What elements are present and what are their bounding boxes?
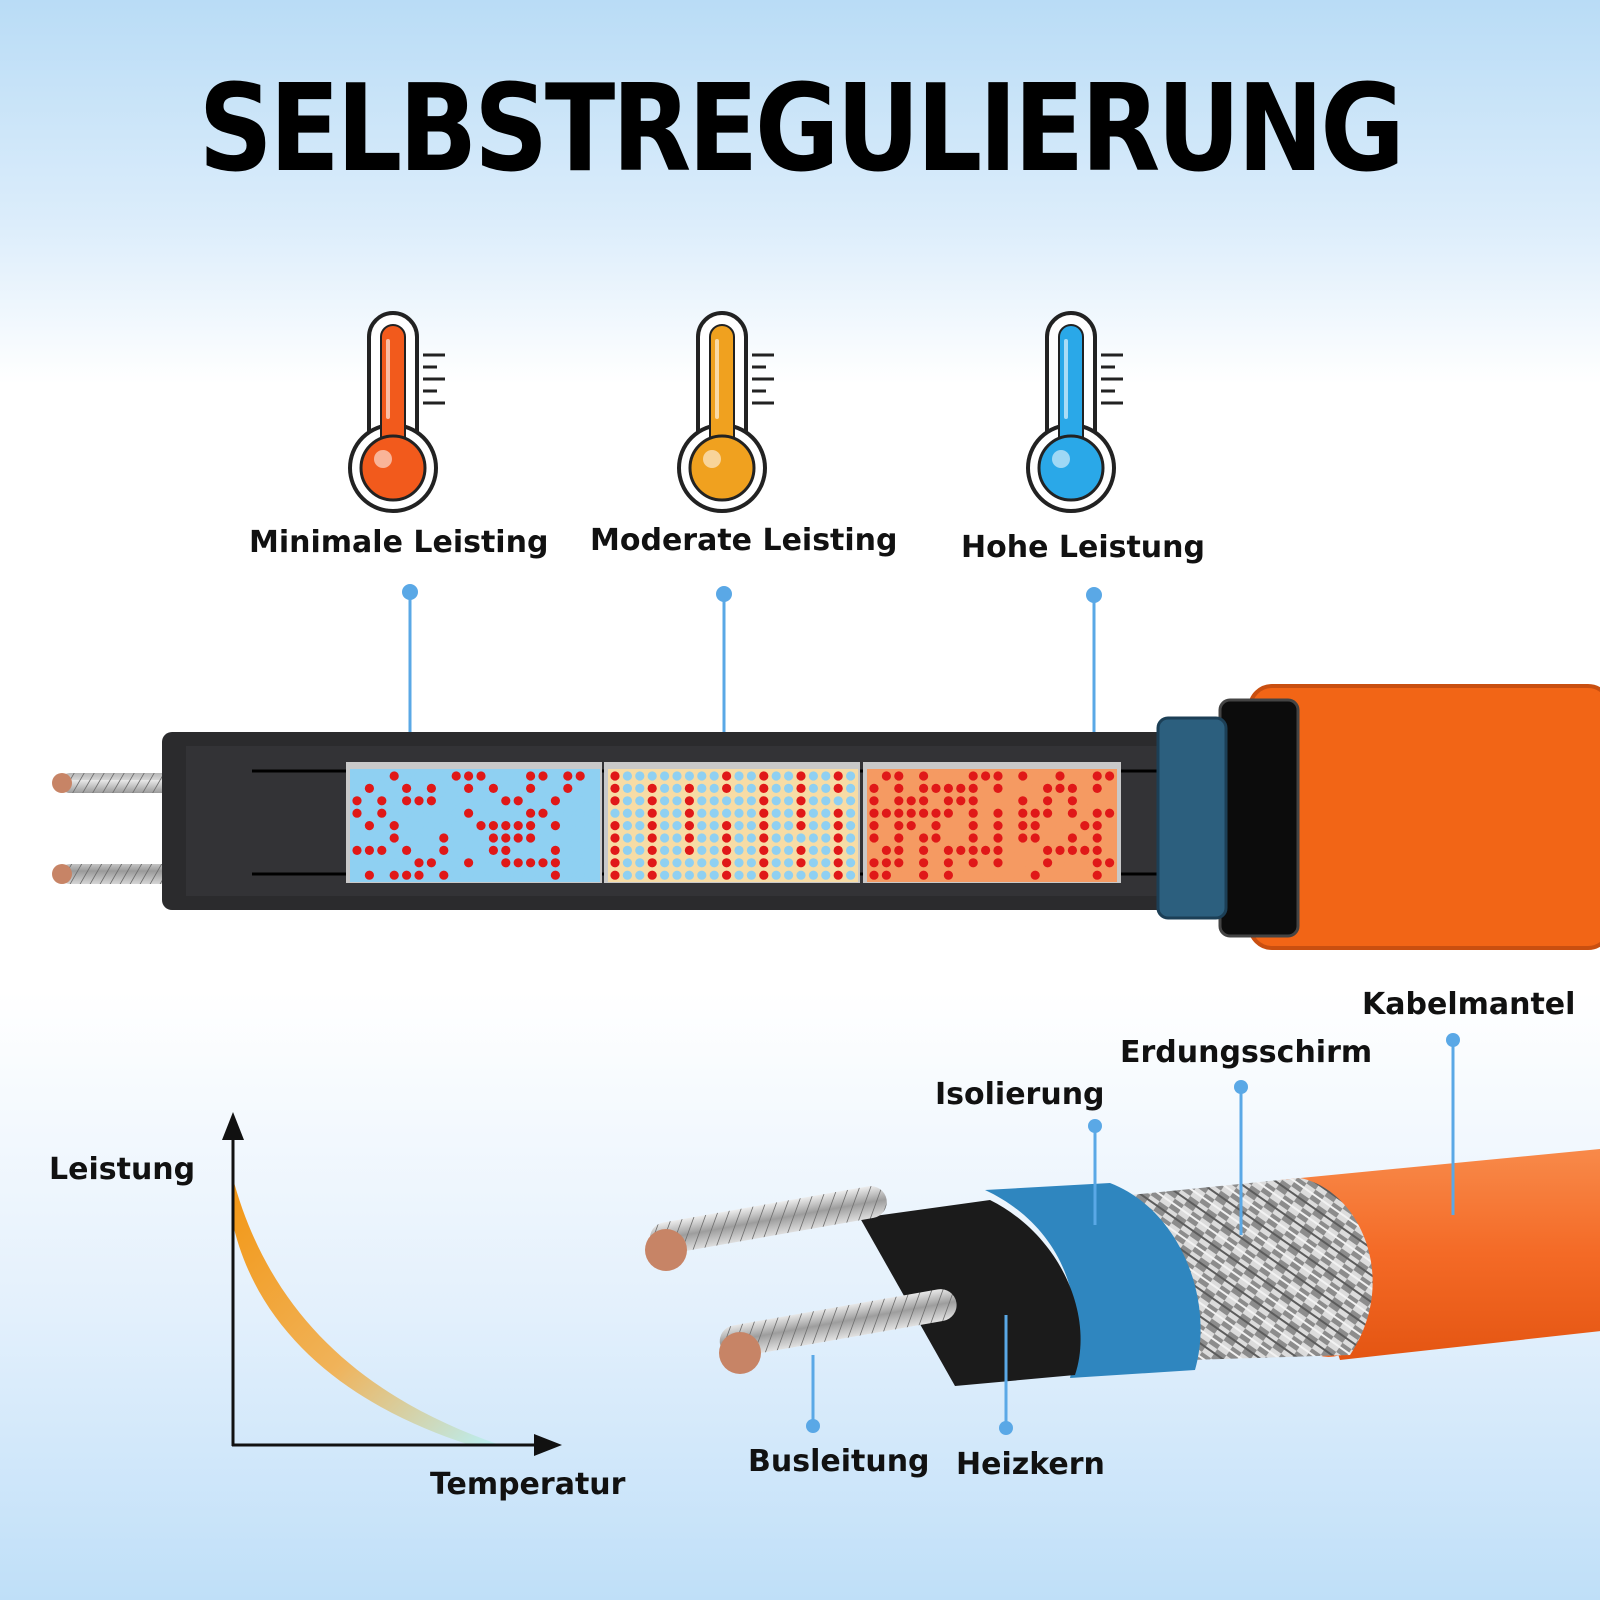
thermometer-icon-minimal — [348, 311, 445, 513]
round-cable-pointers — [806, 1033, 1460, 1435]
round-cable-insulation — [985, 1183, 1201, 1378]
wire-bottom — [60, 864, 180, 884]
page-title: SELBSTREGULIERUNG — [198, 60, 1405, 199]
round-cable-core — [860, 1200, 1081, 1386]
power-label-high: Hohe Leistung — [961, 530, 1205, 565]
x-axis-arrow-icon — [534, 1434, 562, 1456]
round-wire-end-icon — [645, 1229, 687, 1271]
power-curve — [232, 1175, 500, 1445]
thermometer-icon-moderate — [677, 311, 774, 513]
cable-insulation — [1156, 716, 1228, 920]
label-sheath: Kabelmantel — [1362, 987, 1576, 1022]
graph-xlabel: Temperatur — [430, 1467, 626, 1502]
thermometer-icon-high — [1026, 311, 1123, 513]
y-axis-arrow-icon — [222, 1112, 244, 1140]
label-insulation: Isolierung — [935, 1077, 1105, 1112]
label-heating-core: Heizkern — [956, 1447, 1105, 1482]
label-bus-wire: Busleitung — [748, 1444, 930, 1479]
wire-end-icon — [52, 864, 72, 884]
dot-matrix-high — [867, 769, 1117, 882]
dot-matrix-moderate — [608, 769, 858, 882]
dot-matrix-minimal — [350, 769, 600, 882]
wire-top — [60, 773, 180, 793]
cable-sheath — [1250, 686, 1600, 948]
wire-end-icon — [52, 773, 72, 793]
label-shield: Erdungsschirm — [1120, 1035, 1373, 1070]
power-label-minimal: Minimale Leisting — [249, 525, 549, 560]
graph-ylabel: Leistung — [49, 1152, 196, 1187]
round-wire-bottom — [719, 1289, 957, 1358]
round-wire-top — [649, 1186, 887, 1255]
power-label-moderate: Moderate Leisting — [590, 523, 898, 558]
round-wire-end-icon — [719, 1332, 761, 1374]
